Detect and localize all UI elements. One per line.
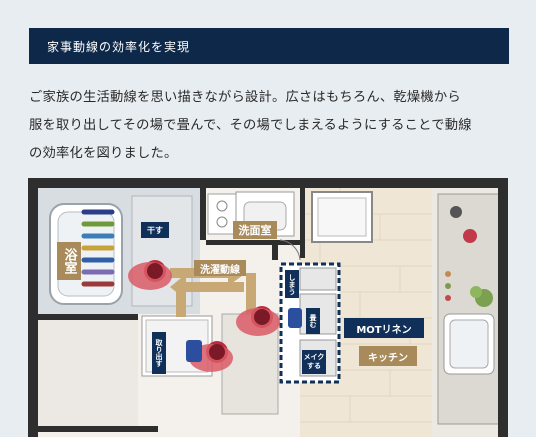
kitchen-label-text: キッチン (368, 352, 408, 364)
brand-label: MOTリネン (344, 318, 424, 338)
storage-label: しまう (285, 270, 299, 298)
laundry-route-label-text: 洗濯動線 (200, 264, 240, 276)
brand-label-text: MOTリネン (356, 324, 412, 336)
section-header: 家事動線の効率化を実現 (29, 28, 509, 64)
storage-label-text: しまう (288, 273, 296, 295)
description-line-3: の効率化を図りました。 (29, 146, 178, 161)
section-title: 家事動線の効率化を実現 (47, 39, 191, 54)
washroom-label: 洗面室 (233, 221, 277, 239)
floor-plan-drawing (28, 178, 508, 437)
floor-plan: 浴室 干す 洗面室 洗濯動線 しまう 畳む 取り出す メイクする MOTリネン … (0, 174, 536, 437)
bathroom-label: 浴室 (57, 242, 81, 280)
make-label: メイクする (302, 350, 326, 374)
person-dry (128, 260, 172, 290)
description-line-2: 服を取り出してその場で畳んで、その場でしまえるようにすることで動線 (29, 118, 472, 133)
washroom-label-text: 洗面室 (238, 224, 272, 237)
fold-label-text: 畳む (309, 314, 317, 328)
dry-label-text: 干す (147, 225, 163, 235)
dry-label: 干す (141, 222, 169, 238)
description: ご家族の生活動線を思い描きながら設計。広さはもちろん、乾燥機から 服を取り出して… (29, 84, 509, 168)
fold-label: 畳む (306, 308, 320, 334)
kitchen-label: キッチン (359, 346, 417, 366)
laundry-route-label: 洗濯動線 (194, 260, 246, 276)
description-line-1: ご家族の生活動線を思い描きながら設計。広さはもちろん、乾燥機から (29, 90, 461, 105)
person-fold (236, 306, 280, 336)
take-out-label: 取り出す (152, 332, 166, 374)
make-label-text: メイクする (303, 353, 325, 370)
bathroom-label-text: 浴室 (61, 248, 77, 274)
take-out-label-text: 取り出す (155, 339, 163, 367)
